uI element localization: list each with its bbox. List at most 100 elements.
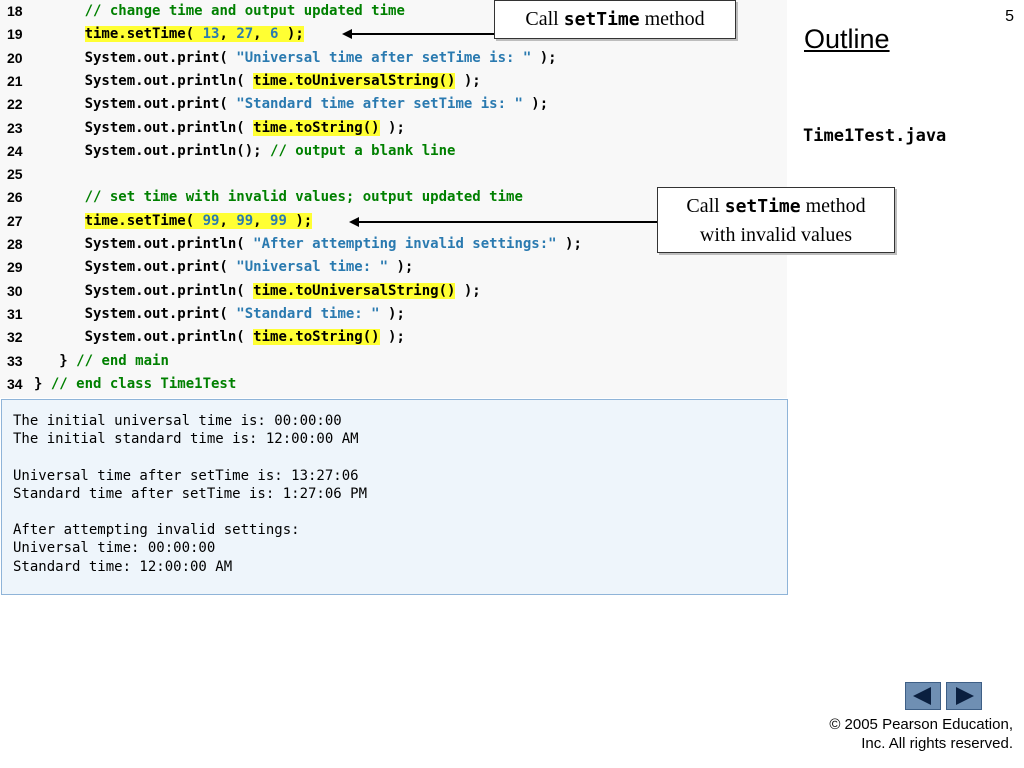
code-text: } // end class Time1Test [34,373,236,396]
output-line: The initial universal time is: 00:00:00 [13,413,342,429]
callout-settime-arrow-line [352,33,494,35]
code-token: 6 [270,26,279,43]
file-name: Time1Test.java [803,126,947,146]
callout-invalid-line2: with invalid values [699,224,853,246]
code-text: System.out.print( "Standard time: " ); [34,303,405,326]
code-line: 23 System.out.println( time.toString() )… [0,117,787,140]
code-line: 28 System.out.println( "After attempting… [0,233,787,256]
callout-invalid-suffix: method [800,195,866,217]
code-token: ); [556,236,582,252]
code-line: 22 System.out.print( "Standard time afte… [0,93,787,116]
code-token: 99 [202,212,220,229]
callout-settime-prefix: Call [525,8,564,30]
code-token: 27 [236,26,254,43]
code-token: "Standard time after setTime is: " [236,96,523,113]
code-token: time.toString() [253,329,380,346]
code-line: 25 [0,163,787,186]
previous-slide-button[interactable] [905,682,941,710]
code-token: System.out.println(); [34,142,271,159]
code-text: System.out.println( time.toString() ); [34,326,405,349]
code-text: time.setTime( 99, 99, 99 ); [34,210,313,233]
code-panel: 18 // change time and output updated tim… [0,0,787,398]
line-number: 27 [7,212,23,229]
outline-title: Outline [804,24,890,54]
code-token: ); [455,282,481,299]
code-token: time.toUniversalString() [253,72,456,89]
code-token: System.out.println( [34,282,254,299]
line-number: 25 [7,166,23,183]
code-token: System.out.print( [34,49,237,66]
output-line: Standard time after setTime is: 1:27:06 … [13,485,368,502]
code-token: ); [455,72,481,89]
output-line: The initial standard time is: 12:00:00 A… [13,431,359,448]
code-token: "Universal time after setTime is: " [236,49,532,66]
code-token: , [219,212,237,229]
line-number: 26 [7,189,23,206]
callout-invalid-arrowhead [349,217,359,227]
callout-settime: Call setTime method [494,0,736,39]
code-token: "Universal time: " [236,259,389,276]
code-token: // set time with invalid values; output … [84,189,523,206]
code-token: ); [286,212,313,229]
code-line: 19 time.setTime( 13, 27, 6 ); [0,23,787,46]
code-line: 29 System.out.print( "Universal time: " … [0,256,787,279]
code-token: , [219,26,237,43]
code-text: System.out.println(); // output a blank … [34,140,456,163]
code-line: 31 System.out.print( "Standard time: " )… [0,303,787,326]
copyright-line-2: Inc. All rights reserved. [861,735,1013,752]
code-token: time.toUniversalString() [253,282,456,299]
code-token: ); [278,26,304,43]
code-token: time.setTime( [84,26,203,43]
output-line: Universal time after setTime is: 13:27:0… [13,467,359,484]
line-number: 22 [7,96,23,113]
triangle-left-icon [913,687,931,705]
line-number: 18 [7,3,23,19]
code-text: System.out.println( time.toUniversalStri… [34,70,481,93]
code-token: System.out.println( [34,119,254,136]
slide-number: 5 [1005,8,1014,25]
code-token [34,189,85,205]
code-token [34,26,85,42]
code-token: ); [379,119,405,136]
line-number: 32 [7,329,23,346]
code-token: ); [379,305,405,322]
code-token: , [253,212,271,229]
callout-invalid-code: setTime [724,196,801,217]
code-token: time.setTime( [84,212,203,229]
callout-settime-suffix: method [639,8,705,30]
code-token: // change time and output updated time [84,3,405,19]
code-token: 99 [236,212,254,229]
line-number: 19 [7,26,23,43]
code-token: "After attempting invalid settings:" [253,236,557,252]
callout-settime-invalid: Call setTime method with invalid values [657,187,895,253]
line-number: 29 [7,259,23,276]
code-line: 30 System.out.println( time.toUniversalS… [0,280,787,303]
copyright-line-1: © 2005 Pearson Education, [829,716,1013,733]
line-number: 30 [7,282,23,299]
line-number: 20 [7,49,23,66]
line-number: 33 [7,352,23,369]
code-token: // output a blank line [270,142,456,159]
line-number: 28 [7,236,23,252]
next-slide-button[interactable] [946,682,982,710]
code-token: 99 [270,212,287,229]
copyright-notice: © 2005 Pearson Education, Inc. All right… [829,715,1013,753]
code-text: System.out.println( time.toUniversalStri… [34,280,481,303]
code-text: // set time with invalid values; output … [34,186,523,209]
code-line: 34} // end class Time1Test [0,373,787,396]
line-number: 23 [7,119,23,136]
code-text: System.out.print( "Standard time after s… [34,93,549,116]
code-token: System.out.println( [34,236,254,252]
output-line: After attempting invalid settings: [13,522,300,539]
callout-invalid-arrow-line [359,221,657,223]
code-token: // end main [76,352,169,369]
code-line: 32 System.out.println( time.toString() )… [0,326,787,349]
code-text: // change time and output updated time [34,0,405,23]
code-token: // end class Time1Test [50,375,237,392]
code-token: System.out.print( [34,96,237,113]
code-text: System.out.print( "Universal time after … [34,47,557,70]
code-token: ); [522,96,549,113]
code-line: 27 time.setTime( 99, 99, 99 ); [0,210,787,233]
code-text: System.out.println( time.toString() ); [34,117,405,140]
code-token: System.out.print( [34,305,237,322]
